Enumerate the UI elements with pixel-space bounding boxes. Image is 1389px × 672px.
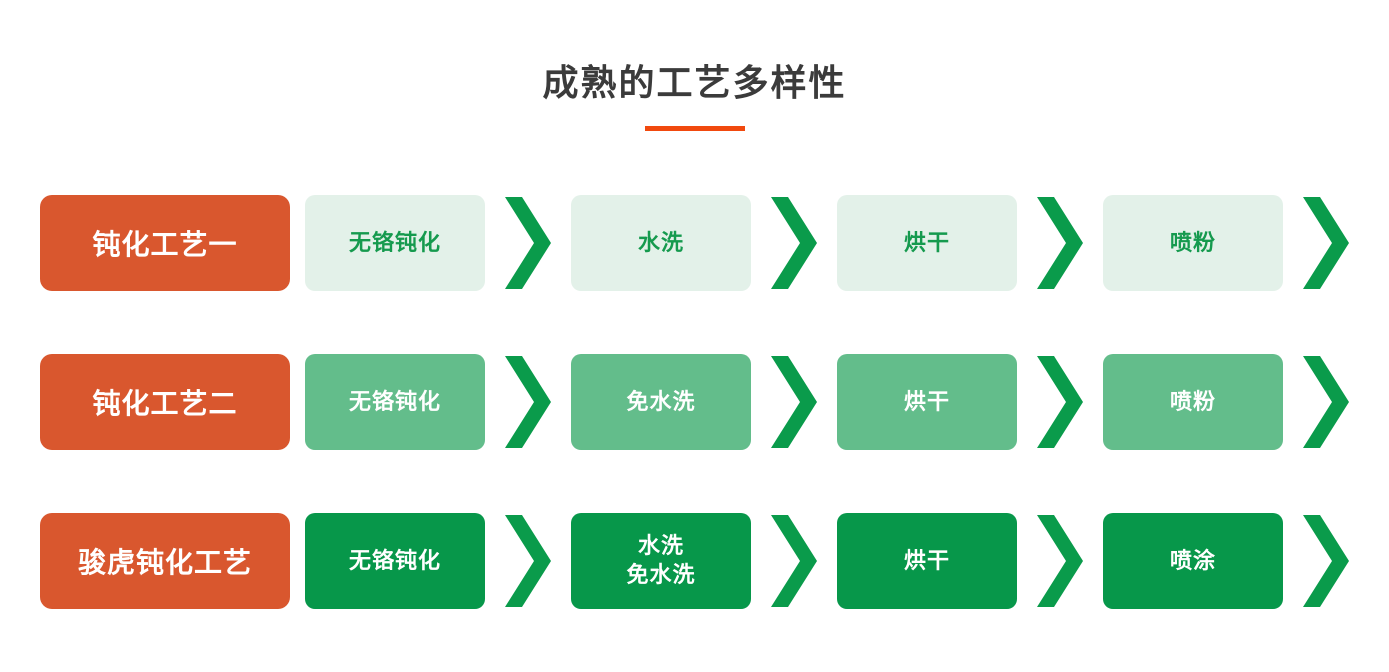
step-box: 烘干 <box>837 354 1017 450</box>
step-box: 喷粉 <box>1103 354 1283 450</box>
chevron-right-icon <box>505 515 551 607</box>
step-box: 水洗 <box>571 195 751 291</box>
chevron-right-icon <box>1303 515 1349 607</box>
chevron-right-icon <box>505 356 551 448</box>
chevron-right-icon <box>771 197 817 289</box>
chevron-right-icon <box>1303 356 1349 448</box>
row-label: 钝化工艺一 <box>40 195 290 291</box>
step-box: 无铬钝化 <box>305 513 485 609</box>
title-section: 成熟的工艺多样性 <box>0 0 1389 131</box>
step-box: 无铬钝化 <box>305 354 485 450</box>
process-row-2: 钝化工艺二 无铬钝化 免水洗 烘干 喷粉 <box>40 354 1389 450</box>
process-row-3: 骏虎钝化工艺 无铬钝化 水洗 免水洗 烘干 喷涂 <box>40 513 1389 609</box>
chevron-right-icon <box>771 356 817 448</box>
chevron-right-icon <box>1303 197 1349 289</box>
step-box: 烘干 <box>837 195 1017 291</box>
step-box: 免水洗 <box>571 354 751 450</box>
chevron-right-icon <box>1037 197 1083 289</box>
page-title: 成熟的工艺多样性 <box>542 62 847 103</box>
chevron-right-icon <box>505 197 551 289</box>
step-box: 水洗 免水洗 <box>571 513 751 609</box>
process-rows: 钝化工艺一 无铬钝化 水洗 烘干 喷粉 钝化工艺二 无铬钝化 免水洗 烘干 喷粉… <box>0 195 1389 609</box>
row-label: 钝化工艺二 <box>40 354 290 450</box>
chevron-right-icon <box>1037 356 1083 448</box>
row-label: 骏虎钝化工艺 <box>40 513 290 609</box>
title-underline <box>644 126 745 131</box>
step-box: 无铬钝化 <box>305 195 485 291</box>
process-row-1: 钝化工艺一 无铬钝化 水洗 烘干 喷粉 <box>40 195 1389 291</box>
step-box: 喷粉 <box>1103 195 1283 291</box>
step-box: 烘干 <box>837 513 1017 609</box>
chevron-right-icon <box>771 515 817 607</box>
step-box: 喷涂 <box>1103 513 1283 609</box>
chevron-right-icon <box>1037 515 1083 607</box>
